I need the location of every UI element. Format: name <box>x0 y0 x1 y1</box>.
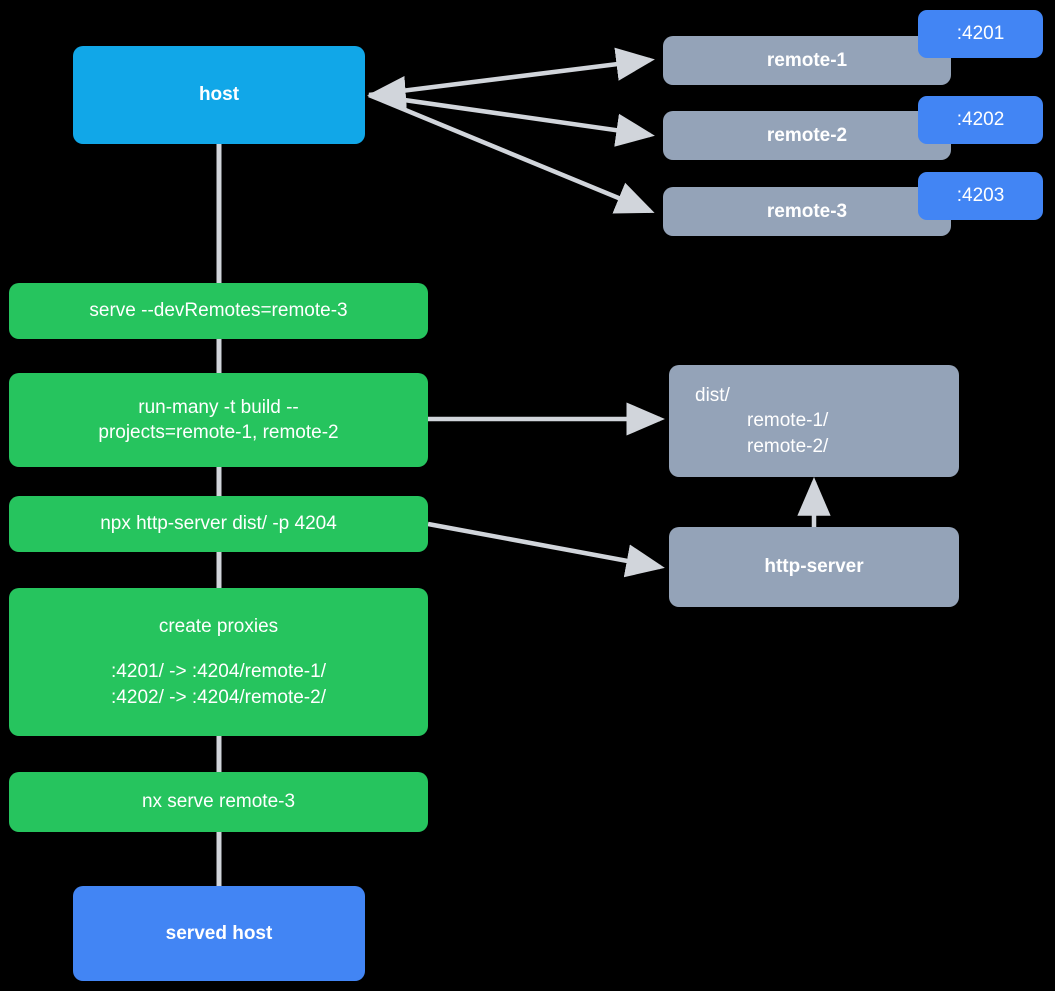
node-nx-serve-remote-3[interactable]: nx serve remote-3 <box>9 772 428 832</box>
node-remote-3-label: remote-3 <box>766 200 848 222</box>
port-badge-remote-2[interactable]: :4202 <box>918 96 1043 144</box>
node-dist-line-2: remote-1/ <box>747 410 829 432</box>
node-remote-2-label: remote-2 <box>766 124 848 146</box>
node-dist[interactable]: dist/ remote-1/ remote-2/ <box>669 365 959 477</box>
node-run-many[interactable]: run-many -t build -- projects=remote-1, … <box>9 373 428 467</box>
edge-host-to-remotes <box>367 47 655 214</box>
port-badge-remote-3-label: :4203 <box>956 185 1005 207</box>
node-run-many-line-2: projects=remote-1, remote-2 <box>98 422 339 443</box>
node-host-label: host <box>198 84 240 106</box>
node-http-server-label: http-server <box>764 556 864 578</box>
port-badge-remote-3[interactable]: :4203 <box>918 172 1043 220</box>
node-served-host[interactable]: served host <box>73 886 365 981</box>
node-http-server[interactable]: http-server <box>669 527 959 607</box>
node-serve-dev-remotes[interactable]: serve --devRemotes=remote-3 <box>9 283 428 339</box>
node-remote-1[interactable]: remote-1 <box>663 36 951 85</box>
node-host[interactable]: host <box>73 46 365 144</box>
node-remote-3[interactable]: remote-3 <box>663 187 951 236</box>
node-create-proxies-line-1: :4201/ -> :4204/remote-1/ <box>111 661 326 683</box>
node-dist-line-1: dist/ <box>695 385 730 407</box>
node-nx-serve-remote-3-label: nx serve remote-3 <box>141 791 296 813</box>
node-run-many-line-1: run-many -t build -- <box>138 396 299 418</box>
node-serve-dev-remotes-label: serve --devRemotes=remote-3 <box>89 300 348 322</box>
node-remote-2[interactable]: remote-2 <box>663 111 951 160</box>
node-npx-http-server[interactable]: npx http-server dist/ -p 4204 <box>9 496 428 552</box>
node-create-proxies-title: create proxies <box>158 616 279 638</box>
edge-npx-to-httpserver <box>427 521 665 578</box>
node-create-proxies-line-2: :4202/ -> :4204/remote-2/ <box>111 686 326 708</box>
port-badge-remote-1-label: :4201 <box>956 23 1005 45</box>
node-remote-1-label: remote-1 <box>766 49 848 71</box>
port-badge-remote-1[interactable]: :4201 <box>918 10 1043 58</box>
node-dist-line-3: remote-2/ <box>747 435 829 457</box>
node-served-host-label: served host <box>165 922 273 944</box>
node-npx-http-server-label: npx http-server dist/ -p 4204 <box>100 513 337 535</box>
node-create-proxies[interactable]: create proxies :4201/ -> :4204/remote-1/… <box>9 588 428 736</box>
port-badge-remote-2-label: :4202 <box>956 109 1005 131</box>
